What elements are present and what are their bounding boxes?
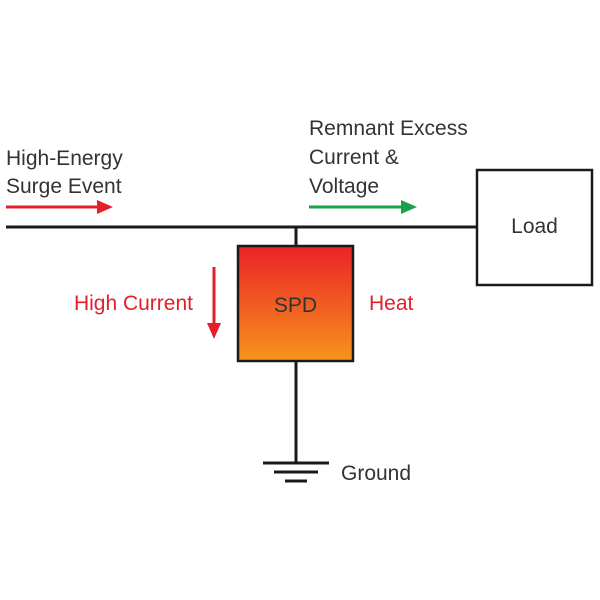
surge-event-label: High-Energy Surge Event bbox=[6, 147, 129, 198]
arrow-right-icon bbox=[309, 200, 417, 214]
remnant-line-1: Remnant Excess bbox=[309, 117, 468, 140]
load-label: Load bbox=[511, 215, 558, 238]
arrow-right-icon bbox=[6, 200, 113, 214]
spd-box bbox=[236, 244, 355, 363]
heat-label: Heat bbox=[369, 292, 414, 315]
remnant-line-2: Current & bbox=[309, 146, 399, 169]
arrow-down-icon bbox=[207, 267, 221, 339]
surge-event-line-2: Surge Event bbox=[6, 175, 122, 198]
remnant-line-3: Voltage bbox=[309, 175, 379, 198]
ground-label: Ground bbox=[341, 462, 411, 485]
load-box bbox=[475, 168, 594, 287]
surge-event-line-1: High-Energy bbox=[6, 147, 123, 170]
spd-label: SPD bbox=[274, 294, 317, 317]
high-current-label: High Current bbox=[74, 292, 193, 315]
ground-icon bbox=[263, 461, 329, 483]
remnant-label: Remnant Excess Current & Voltage bbox=[309, 117, 474, 198]
